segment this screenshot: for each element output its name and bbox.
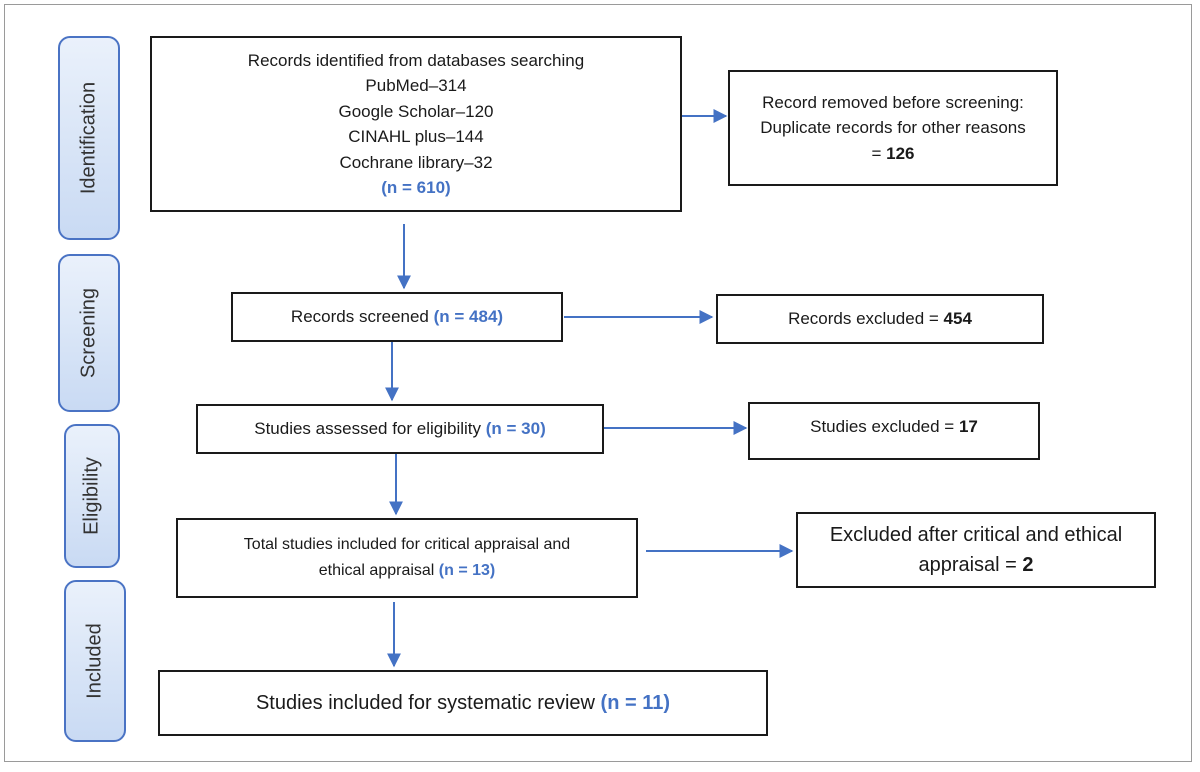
excluded-records-label: Records excluded =: [788, 309, 944, 329]
studies-assessed-box: Studies assessed for eligibility (n = 30…: [196, 404, 604, 454]
excluded-studies-value: 17: [958, 417, 978, 436]
appraisal-line1: Total studies included for critical appr…: [243, 535, 571, 553]
appraisal-count: (n = 13): [438, 562, 496, 579]
included-count: (n = 11): [600, 692, 671, 714]
screened-count: (n = 484): [433, 307, 504, 327]
screened-label: Records screened: [290, 307, 434, 327]
assessed-count: (n = 30): [485, 419, 546, 439]
records-removed-box: Record removed before screening: Duplica…: [728, 70, 1058, 186]
assessed-text: Studies assessed for eligibility (n = 30…: [254, 416, 546, 442]
excluded-appraisal-line1: Excluded after critical and ethical: [829, 524, 1123, 546]
appraisal-line2: ethical appraisal (n = 13): [319, 558, 496, 584]
source-pubmed: PubMed–314: [365, 76, 467, 95]
excluded-appraisal-line2: appraisal = 2: [918, 550, 1033, 580]
appraisal-line2-label: ethical appraisal: [318, 562, 439, 579]
studies-excluded-box: Studies excluded = 17: [748, 402, 1040, 460]
excluded-appraisal-value: 2: [1022, 554, 1034, 576]
records-excluded-box: Records excluded = 454: [716, 294, 1044, 344]
included-text: Studies included for systematic review (…: [256, 688, 670, 718]
excluded-records-value: 454: [943, 309, 972, 329]
identified-heading: Records identified from databases search…: [247, 50, 585, 70]
excluded-records-text: Records excluded = 454: [788, 306, 972, 332]
excluded-studies-text: Studies excluded = 17: [810, 414, 978, 440]
removed-line2: Duplicate records for other reasons: [760, 118, 1026, 138]
excluded-appraisal-line2-label: appraisal =: [918, 554, 1023, 576]
source-google-scholar: Google Scholar–120: [338, 101, 494, 121]
source-cinahl: CINAHL plus–144: [348, 127, 484, 146]
studies-included-box: Studies included for systematic review (…: [158, 670, 768, 736]
removed-value: 126: [886, 143, 915, 163]
removed-eq: =: [871, 143, 887, 163]
figure-frame: [4, 4, 1192, 762]
screened-text: Records screened (n = 484): [291, 304, 503, 330]
included-label: Studies included for systematic review: [255, 692, 601, 714]
appraisal-box: Total studies included for critical appr…: [176, 518, 638, 598]
stage-identification: Identification: [58, 36, 120, 240]
removed-line1: Record removed before screening:: [762, 92, 1024, 112]
removed-total: = 126: [871, 141, 914, 167]
stage-screening: Screening: [58, 254, 120, 412]
stage-included: Included: [64, 580, 126, 742]
source-cochrane: Cochrane library–32: [339, 152, 493, 172]
records-screened-box: Records screened (n = 484): [231, 292, 563, 342]
excluded-studies-label: Studies excluded =: [810, 417, 959, 436]
assessed-label: Studies assessed for eligibility: [254, 419, 486, 439]
stage-eligibility: Eligibility: [64, 424, 120, 568]
excluded-appraisal-box: Excluded after critical and ethical appr…: [796, 512, 1156, 588]
records-identified-box: Records identified from databases search…: [150, 36, 682, 212]
identified-count: (n = 610): [381, 178, 451, 197]
